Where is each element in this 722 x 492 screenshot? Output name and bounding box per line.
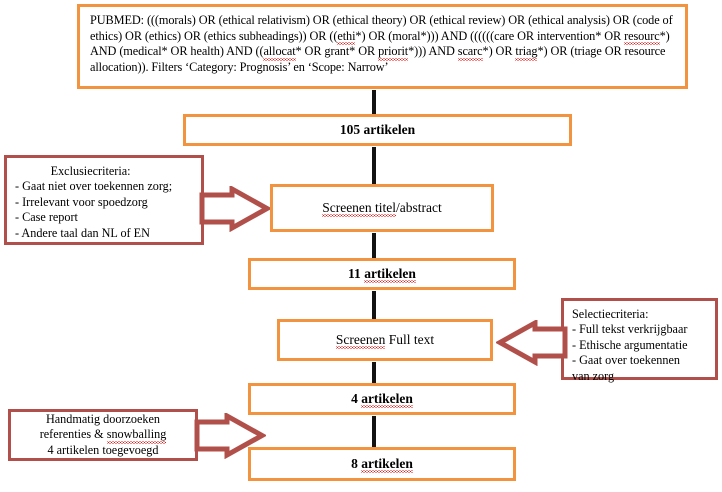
manual-search-box: Handmatig doorzoeken referenties & snowb…: [8, 409, 198, 461]
step-records-after-full-text: 4 artikelen: [248, 383, 516, 415]
step-records-identified: 105 artikelen: [183, 114, 572, 146]
selection-criteria-item-0: - Full tekst verkrijgbaar: [572, 322, 688, 337]
exclusion-criteria-title: Exclusiecriteria:: [50, 164, 131, 178]
selection-criteria-title: Selectiecriteria:: [572, 307, 649, 321]
step-records-after-screening-label: 11 artikelen: [348, 266, 416, 283]
manual-search-line-1: referenties & snowballing: [39, 427, 167, 445]
step-screen-full-text: Screenen Full text: [277, 319, 493, 361]
step-records-final: 8 artikelen: [248, 447, 516, 481]
pubmed-query-box: PUBMED: (((morals) OR (ethical relativis…: [77, 4, 688, 89]
pubmed-query-text: PUBMED: (((morals) OR (ethical relativis…: [90, 13, 673, 74]
step-records-final-label: 8 artikelen: [351, 456, 413, 473]
arrow-selection-to-screen-full-text: [496, 320, 568, 366]
exclusion-criteria-text: Exclusiecriteria:- Gaat niet over toeken…: [15, 164, 172, 241]
manual-search-line-2: 4 artikelen toegevoegd: [47, 442, 159, 457]
selection-criteria-item-3: van zorg: [572, 368, 615, 383]
selection-criteria-box: Selectiecriteria: - Full tekst verkrijgb…: [561, 298, 718, 383]
arrow-manual-search-to-final: [194, 413, 266, 459]
selection-criteria-item-2: - Gaat over toekennen: [572, 353, 680, 368]
connector-query-to-105: [372, 90, 376, 114]
selection-criteria-text: Selectiecriteria: - Full tekst verkrijgb…: [572, 307, 688, 384]
exclusion-criteria-item-2: - Case report: [15, 210, 78, 225]
step-records-identified-label: 105 artikelen: [339, 122, 416, 137]
step-screen-title-abstract-label: Screenen titel/abstract: [322, 200, 442, 217]
connector-screen-title-to-11: [372, 233, 376, 258]
step-records-after-screening: 11 artikelen: [248, 258, 516, 290]
step-screen-full-text-label: Screenen Full text: [335, 332, 435, 349]
manual-search-text: Handmatig doorzoeken referenties & snowb…: [40, 412, 167, 458]
connector-105-to-screen-title: [372, 147, 376, 184]
step-screen-title-abstract: Screenen titel/abstract: [270, 184, 494, 232]
exclusion-criteria-item-0: - Gaat niet over toekennen zorg;: [15, 179, 173, 194]
connector-11-to-full-text: [372, 291, 376, 319]
arrow-exclusion-to-screen-title: [199, 186, 271, 232]
selection-criteria-item-1: - Ethische argumentatie: [572, 337, 688, 352]
manual-search-line-0: Handmatig doorzoeken: [45, 411, 161, 426]
connector-4-to-8: [372, 416, 376, 447]
exclusion-criteria-item-3: - Andere taal dan NL of EN: [15, 225, 150, 240]
connector-full-text-to-4: [372, 362, 376, 383]
exclusion-criteria-box: Exclusiecriteria:- Gaat niet over toeken…: [4, 155, 204, 245]
exclusion-criteria-item-1: - Irrelevant voor spoedzorg: [15, 194, 148, 209]
step-records-after-full-text-label: 4 artikelen: [351, 391, 413, 408]
